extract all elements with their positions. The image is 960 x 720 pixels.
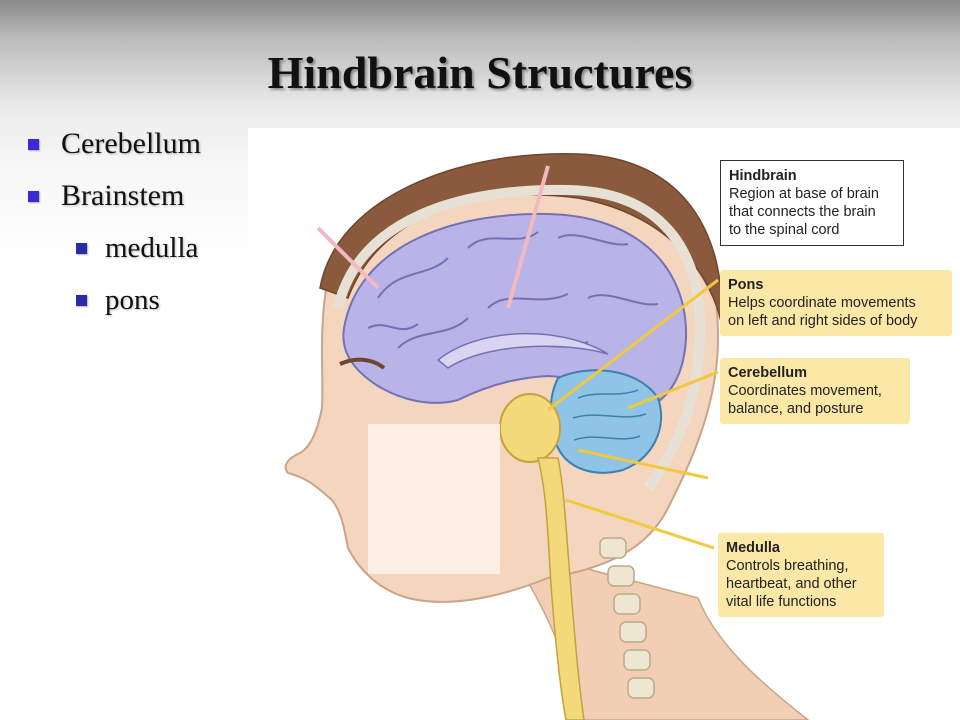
callout-cerebellum: Cerebellum Coordinates movement, balance… (720, 358, 910, 424)
callout-body: Coordinates movement, balance, and postu… (728, 383, 882, 417)
sub-bullet-square-icon (76, 294, 87, 306)
bullet-text: Brainstem (61, 179, 185, 212)
callout-heading: Cerebellum (728, 365, 807, 381)
face-mask-block (368, 424, 500, 574)
corpus-callosum (436, 332, 609, 369)
callout-heading: Pons (728, 277, 764, 293)
bullet-cerebellum: Cerebellum (28, 118, 201, 170)
vertebrae (599, 537, 655, 699)
slide-title: Hindbrain Structures (267, 47, 693, 98)
brain-gyri (367, 231, 659, 349)
callout-pons: Pons Helps coordinate movements on left … (720, 270, 952, 336)
neck-shape (506, 546, 810, 720)
bullet-square-icon (28, 190, 39, 202)
brainstem-shape (537, 457, 585, 720)
callout-pointer-lines (547, 278, 719, 550)
bullet-medulla: medulla (28, 222, 201, 274)
bullet-text: Cerebellum (61, 127, 201, 160)
sub-bullet-square-icon (76, 242, 87, 254)
bullet-list: Cerebellum Brainstem medulla pons (28, 118, 201, 326)
bullet-square-icon (28, 138, 39, 150)
callout-heading: Medulla (726, 540, 780, 556)
skull-outline (333, 184, 706, 491)
eyebrow (339, 357, 386, 370)
callout-heading: Hindbrain (729, 168, 797, 184)
callout-hindbrain: Hindbrain Region at base of brain that c… (720, 160, 904, 246)
callout-body: Helps coordinate movements on left and r… (728, 295, 918, 329)
callout-body: Controls breathing, heartbeat, and other… (726, 558, 857, 610)
callout-medulla: Medulla Controls breathing, heartbeat, a… (718, 533, 884, 617)
cerebellum-folia (572, 389, 647, 441)
bullet-text: pons (105, 283, 160, 316)
cortex-pointer-lines (316, 165, 550, 309)
callout-body: Region at base of brain that connects th… (729, 186, 879, 238)
bullet-text: medulla (105, 231, 199, 264)
pons-shape (499, 393, 561, 463)
bullet-brainstem: Brainstem (28, 170, 201, 222)
bullet-pons: pons (28, 274, 201, 326)
